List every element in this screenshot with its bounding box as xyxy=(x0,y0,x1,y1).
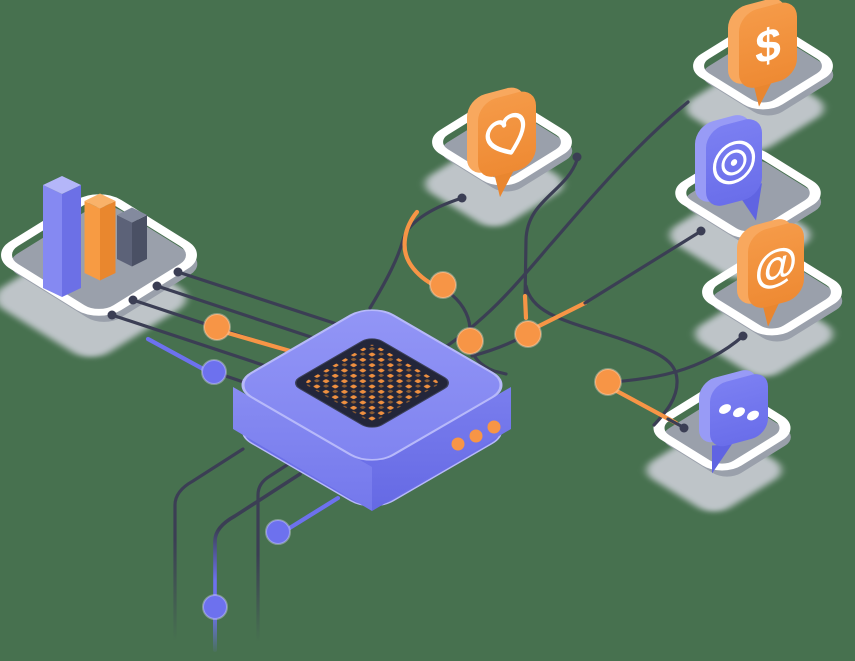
bar-chart-3d-icon xyxy=(43,176,147,297)
connector-pin xyxy=(572,152,582,162)
cpu-hub xyxy=(233,309,511,511)
connector-pin xyxy=(128,295,138,305)
junction-node-orange xyxy=(203,313,231,341)
connector-pin xyxy=(738,331,748,341)
junction-node-orange xyxy=(456,327,484,355)
at-icon: @ xyxy=(755,235,798,296)
connector-line xyxy=(256,448,312,644)
analytics-platform xyxy=(0,176,198,358)
junction-node-purple xyxy=(265,519,291,545)
chat-bubble-icon xyxy=(699,370,768,474)
side-led-icon xyxy=(469,429,483,443)
bubble-tail xyxy=(712,444,732,474)
connector-line xyxy=(610,334,745,384)
bubble-face xyxy=(739,2,797,88)
connector-line-orange xyxy=(402,209,435,287)
connector-line xyxy=(155,284,322,342)
connector-line-orange xyxy=(610,386,679,426)
connector-pin xyxy=(679,423,689,433)
connector-line-orange xyxy=(530,300,588,332)
platform-frame xyxy=(432,98,572,186)
connector-line xyxy=(583,231,700,305)
bubble-tail xyxy=(740,182,762,221)
dollar-icon: $ xyxy=(755,17,781,75)
circuit-wires xyxy=(107,100,748,652)
connector-line xyxy=(176,270,348,329)
connector-line-purple xyxy=(285,495,341,532)
target-bubble-icon xyxy=(695,115,762,221)
connector-line xyxy=(666,417,683,428)
connector-line-orange xyxy=(218,328,300,356)
junction-node-purple xyxy=(202,594,228,620)
junction-node-orange xyxy=(429,271,457,299)
bar-slate xyxy=(117,207,147,267)
bar-purple xyxy=(43,176,81,297)
dollar-bubble-icon: $ xyxy=(728,0,797,107)
connector-line xyxy=(213,472,302,598)
at-bubble-icon: @ xyxy=(737,219,804,327)
connector-line xyxy=(524,284,679,427)
connector-line xyxy=(523,158,579,304)
connector-line xyxy=(110,313,274,370)
chip-right-face xyxy=(372,387,511,511)
connector-line-orange xyxy=(522,293,529,321)
junction-node-orange xyxy=(594,368,622,396)
concentric-rings-icon xyxy=(712,140,756,185)
connector-line xyxy=(436,100,690,354)
heart-bubble-icon xyxy=(467,87,536,198)
connector-line-purple xyxy=(145,336,208,373)
three-dots-icon xyxy=(719,404,759,421)
junction-node-orange xyxy=(514,320,542,348)
heart-outline-icon xyxy=(485,112,526,155)
connector-pin xyxy=(696,226,706,236)
bar-orange xyxy=(84,193,116,281)
platform-frame xyxy=(693,22,833,110)
chip-side-leds xyxy=(451,420,501,451)
connector-pin xyxy=(152,281,162,291)
junction-node-purple xyxy=(201,359,227,385)
side-led-icon xyxy=(451,437,465,451)
bubble-face xyxy=(748,223,804,308)
connector-pin xyxy=(173,267,183,277)
platform-frame xyxy=(702,248,842,336)
led-screen-grid xyxy=(306,344,438,422)
side-led-icon xyxy=(487,420,501,434)
chip-left-face xyxy=(233,387,372,511)
connector-line xyxy=(173,447,245,642)
connector-pin xyxy=(457,193,467,203)
connector-pin xyxy=(107,310,117,320)
processor-led-grid-icon xyxy=(295,338,449,428)
bubble-face xyxy=(478,91,536,177)
